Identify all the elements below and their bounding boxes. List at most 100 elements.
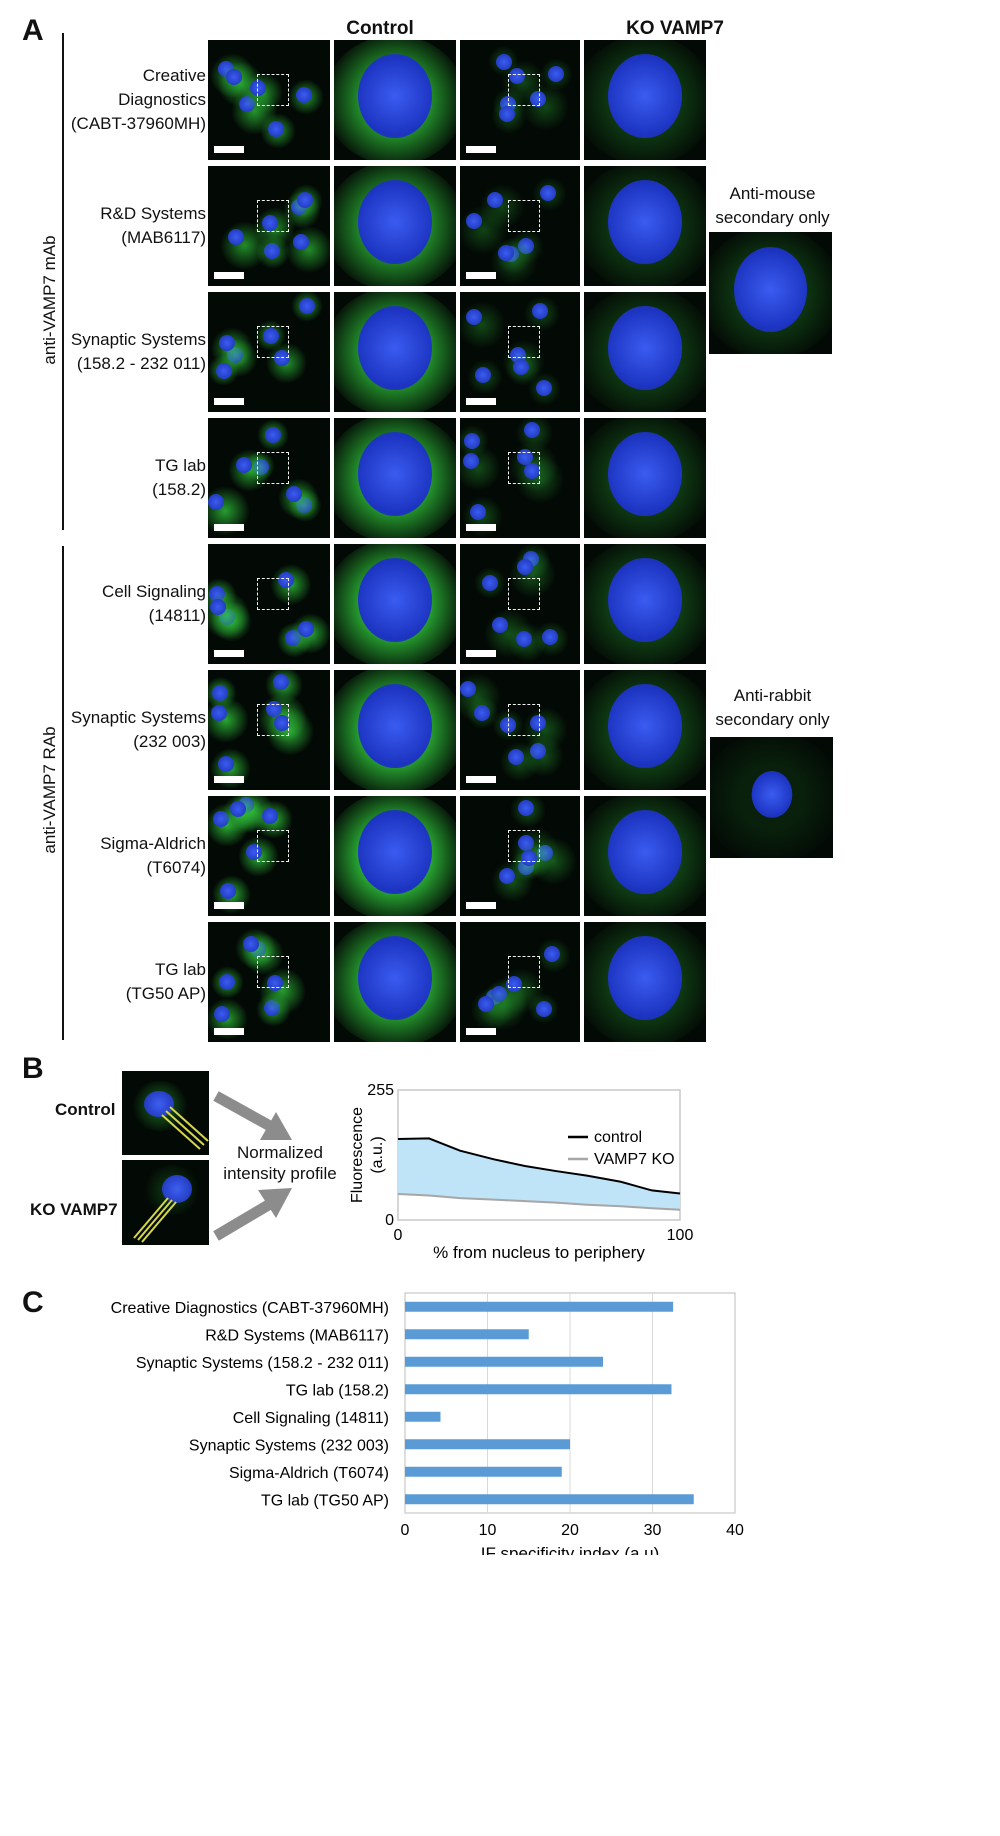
scale-bar	[214, 524, 244, 531]
row-label-2: Synaptic Systems (158.2 - 232 011)	[70, 330, 206, 373]
roi-box	[256, 73, 289, 106]
scale-bar	[214, 1028, 244, 1035]
category-label-5: Synaptic Systems (232 003)	[189, 1437, 389, 1454]
roi-box	[256, 703, 289, 736]
roi-box	[508, 325, 540, 358]
column-header-control: Control	[346, 18, 414, 39]
panel-b-ko-label: KO VAMP7	[30, 1200, 118, 1219]
roi-box	[256, 451, 289, 484]
panel-b-ko-image	[122, 1160, 209, 1245]
control-zoom-7	[334, 922, 456, 1042]
ko-overview-3	[460, 418, 580, 538]
category-label-3: TG lab (158.2)	[286, 1382, 389, 1399]
ko-zoom-6	[584, 796, 706, 916]
ko-overview-4	[460, 544, 580, 664]
x-tick-label-40: 40	[726, 1522, 744, 1539]
difference-area	[398, 1138, 680, 1210]
profile-line-ko	[133, 1197, 177, 1243]
roi-box	[508, 703, 540, 736]
roi-box	[256, 955, 289, 988]
arrow-ko-icon	[213, 1188, 292, 1241]
scale-bar	[466, 776, 496, 783]
secondary-rabbit-image	[710, 737, 833, 858]
ko-zoom-2	[584, 292, 706, 412]
row-label-5: Synaptic Systems (232 003)	[70, 708, 206, 751]
specificity-bar-chart: 0 10 20 30 40 Creative Diagnostics (CABT-3796…	[111, 1292, 744, 1555]
group-label-mab: anti-VAMP7 mAb	[40, 235, 59, 365]
bar-0	[405, 1301, 674, 1312]
panel-b-letter: B	[22, 1052, 44, 1085]
roi-box	[256, 325, 289, 358]
row-label-4: Cell Signaling (14811)	[102, 582, 206, 625]
panel-b-control-label: Control	[55, 1100, 116, 1119]
scale-bar	[466, 1028, 496, 1035]
control-overview-1	[208, 166, 330, 286]
legend-label-1: VAMP7 KO	[594, 1151, 675, 1168]
control-overview-5	[208, 670, 330, 790]
control-zoom-5	[334, 670, 456, 790]
control-zoom-6	[334, 796, 456, 916]
bar-3	[405, 1384, 672, 1395]
x-tick-label-20: 20	[561, 1522, 579, 1539]
control-zoom-4	[334, 544, 456, 664]
ko-zoom-3	[584, 418, 706, 538]
secondary-mouse-label: Anti-mouse secondary only	[715, 184, 830, 227]
bar-1	[405, 1329, 529, 1340]
scale-bar	[214, 146, 244, 153]
scale-bar	[466, 398, 496, 405]
ko-overview-5	[460, 670, 580, 790]
scale-bar	[214, 650, 244, 657]
group-bracket-mab	[62, 33, 64, 530]
control-overview-7	[208, 922, 330, 1042]
scale-bar	[214, 398, 244, 405]
ko-overview-1	[460, 166, 580, 286]
category-label-2: Synaptic Systems (158.2 - 232 011)	[136, 1355, 389, 1372]
arrow-control-icon	[213, 1091, 292, 1140]
scale-bar	[214, 902, 244, 909]
column-header-ko: KO VAMP7	[626, 18, 724, 39]
category-label-0: Creative Diagnostics (CABT-37960MH)	[111, 1300, 389, 1317]
ko-zoom-0	[584, 40, 706, 160]
panel-c-letter: C	[22, 1286, 44, 1319]
control-overview-0	[208, 40, 330, 160]
ko-overview-0	[460, 40, 580, 160]
x-axis-label: IF specificity index (a.u)	[481, 1544, 660, 1555]
scale-bar	[466, 146, 496, 153]
control-overview-3	[208, 418, 330, 538]
control-zoom-2	[334, 292, 456, 412]
x-tick-label-0: 0	[401, 1522, 410, 1539]
bar-7	[405, 1494, 694, 1505]
ko-zoom-1	[584, 166, 706, 286]
ko-zoom-7	[584, 922, 706, 1042]
y-axis-label-line-1: (a.u.)	[369, 1136, 386, 1173]
category-label-6: Sigma-Aldrich (T6074)	[229, 1465, 389, 1482]
row-label-7: TG lab (TG50 AP)	[125, 960, 206, 1003]
bar-2	[405, 1356, 603, 1367]
y-axis-label-line-0: Fluorescence	[349, 1107, 366, 1203]
scale-bar	[466, 272, 496, 279]
roi-box	[508, 451, 540, 484]
roi-box	[256, 577, 289, 610]
ko-overview-2	[460, 292, 580, 412]
control-overview-6	[208, 796, 330, 916]
ko-zoom-5	[584, 670, 706, 790]
control-zoom-1	[334, 166, 456, 286]
x-tick-label-30: 30	[644, 1522, 662, 1539]
roi-box	[508, 199, 540, 232]
control-zoom-3	[334, 418, 456, 538]
bar-4	[405, 1411, 441, 1422]
control-overview-4	[208, 544, 330, 664]
panel-b-control-image	[122, 1071, 209, 1155]
y-tick-label-255: 255	[367, 1082, 394, 1099]
normalized-profile-label: Normalized intensity profile	[223, 1143, 337, 1183]
ko-overview-7	[460, 922, 580, 1042]
row-label-1: R&D Systems (MAB6117)	[100, 204, 206, 247]
scale-bar	[214, 272, 244, 279]
x-tick-label-10: 10	[479, 1522, 497, 1539]
group-bracket-rab	[62, 546, 64, 1040]
scale-bar	[214, 776, 244, 783]
roi-box	[508, 577, 540, 610]
row-label-3: TG lab (158.2)	[152, 456, 206, 499]
panel-a-letter: A	[22, 14, 44, 47]
